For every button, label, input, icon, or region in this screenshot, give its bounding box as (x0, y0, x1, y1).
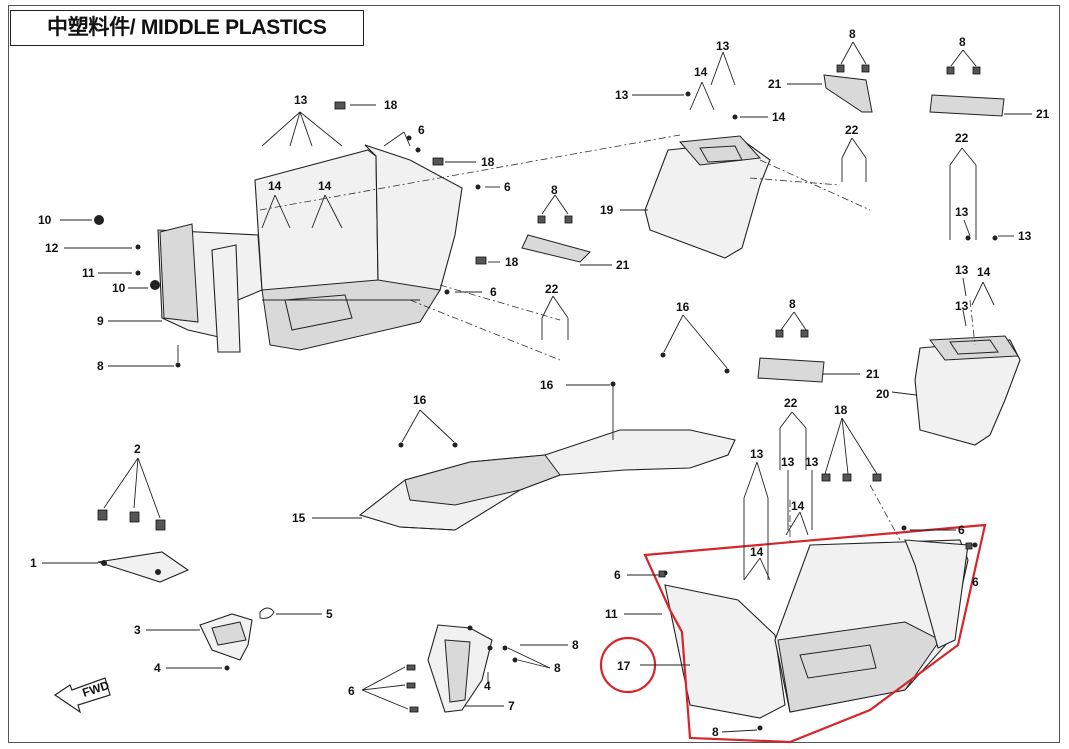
callout-6: 6 (958, 523, 965, 537)
callout-21: 21 (768, 77, 782, 91)
callout-8: 8 (97, 359, 104, 373)
callout-8: 8 (572, 638, 579, 652)
callout-14: 14 (750, 545, 764, 559)
callout-13: 13 (294, 93, 308, 107)
callout-14: 14 (977, 265, 991, 279)
callout-19: 19 (600, 203, 614, 217)
fwd-arrow-icon: FWD (53, 677, 111, 714)
callout-14: 14 (318, 179, 332, 193)
callout-1: 1 (30, 556, 37, 570)
callout-13: 13 (955, 299, 969, 313)
callout-8: 8 (551, 183, 558, 197)
assembly-guide-lines (259, 134, 976, 545)
small-cover-part (199, 613, 253, 661)
callout-6: 6 (348, 684, 355, 698)
callout-5: 5 (326, 607, 333, 621)
callout-13: 13 (615, 88, 629, 102)
callout-8: 8 (712, 725, 719, 739)
far-right-footrest-part (914, 335, 1021, 446)
left-footwell-part (157, 144, 463, 353)
callout-21: 21 (1036, 107, 1050, 121)
callout-18: 18 (505, 255, 519, 269)
right-footwell-part (664, 539, 969, 719)
right-upper-footrest-part (644, 135, 771, 259)
callout-2: 2 (134, 442, 141, 456)
callout-13: 13 (781, 455, 795, 469)
vertical-bracket-part (427, 624, 493, 713)
callout-22: 22 (784, 396, 798, 410)
callout-18: 18 (384, 98, 398, 112)
callout-6: 6 (418, 123, 425, 137)
callout-21: 21 (866, 367, 880, 381)
callout-6: 6 (504, 180, 511, 194)
diagram-title: 中塑料件/ MIDDLE PLASTICS (10, 10, 364, 46)
mounting-bracket-part (97, 551, 190, 583)
callout-17: 17 (617, 659, 631, 673)
callout-4: 4 (484, 679, 491, 693)
callout-21: 21 (616, 258, 630, 272)
callout-13: 13 (716, 39, 730, 53)
callout-16: 16 (676, 300, 690, 314)
callout-12: 12 (45, 241, 59, 255)
callout-6: 6 (972, 575, 979, 589)
callout-6: 6 (614, 568, 621, 582)
skid-plate-part (358, 429, 736, 531)
clip-part (259, 607, 275, 619)
callout-16: 16 (413, 393, 427, 407)
callout-18: 18 (834, 403, 848, 417)
callout-8: 8 (789, 297, 796, 311)
callout-13: 13 (955, 263, 969, 277)
diagram-border (8, 5, 1060, 743)
footrest-bar-parts (521, 74, 1005, 383)
callout-22: 22 (545, 282, 559, 296)
callout-6: 6 (490, 285, 497, 299)
callout-9: 9 (97, 314, 104, 328)
callout-14: 14 (268, 179, 282, 193)
callout-16: 16 (540, 378, 554, 392)
callout-8: 8 (554, 661, 561, 675)
callout-22: 22 (845, 123, 859, 137)
callout-10: 10 (38, 213, 52, 227)
callout-4: 4 (154, 661, 161, 675)
callout-22: 22 (955, 131, 969, 145)
callout-11: 11 (82, 266, 95, 280)
leader-lines (42, 41, 1032, 733)
callout-3: 3 (134, 623, 141, 637)
callout-7: 7 (508, 699, 515, 713)
callout-labels: 13 18 6 18 6 14 14 10 12 11 10 9 8 6 18 … (30, 27, 1050, 739)
highlight-box (643, 523, 987, 744)
callout-18: 18 (481, 155, 495, 169)
fastener-symbols (94, 64, 998, 731)
callout-13: 13 (1018, 229, 1032, 243)
callout-8: 8 (849, 27, 856, 41)
callout-14: 14 (694, 65, 708, 79)
callout-14: 14 (791, 499, 805, 513)
callout-10: 10 (112, 281, 126, 295)
callout-13: 13 (955, 205, 969, 219)
callout-15: 15 (292, 511, 306, 525)
callout-13: 13 (805, 455, 819, 469)
callout-13: 13 (750, 447, 764, 461)
callout-20: 20 (876, 387, 890, 401)
callout-14: 14 (772, 110, 786, 124)
callout-11: 11 (605, 607, 618, 621)
callout-8: 8 (959, 35, 966, 49)
